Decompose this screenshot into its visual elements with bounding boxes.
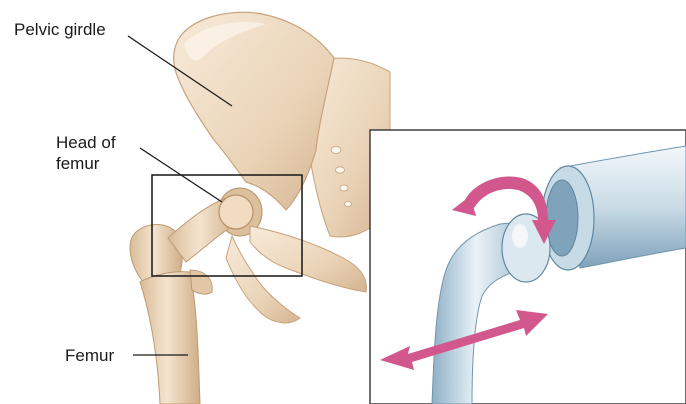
joint-model-inset	[370, 130, 686, 404]
label-head-of-femur-line1: Head of	[56, 133, 116, 153]
ball-highlight	[512, 224, 528, 248]
lesser-trochanter	[190, 270, 212, 294]
label-femur: Femur	[65, 346, 114, 366]
socket-cavity	[546, 180, 578, 256]
femoral-head	[219, 195, 253, 229]
label-head-of-femur-line2: femur	[56, 154, 99, 174]
label-pelvic-girdle: Pelvic girdle	[14, 20, 106, 40]
femur-shaft	[140, 272, 200, 404]
femur-illustration	[130, 195, 253, 404]
